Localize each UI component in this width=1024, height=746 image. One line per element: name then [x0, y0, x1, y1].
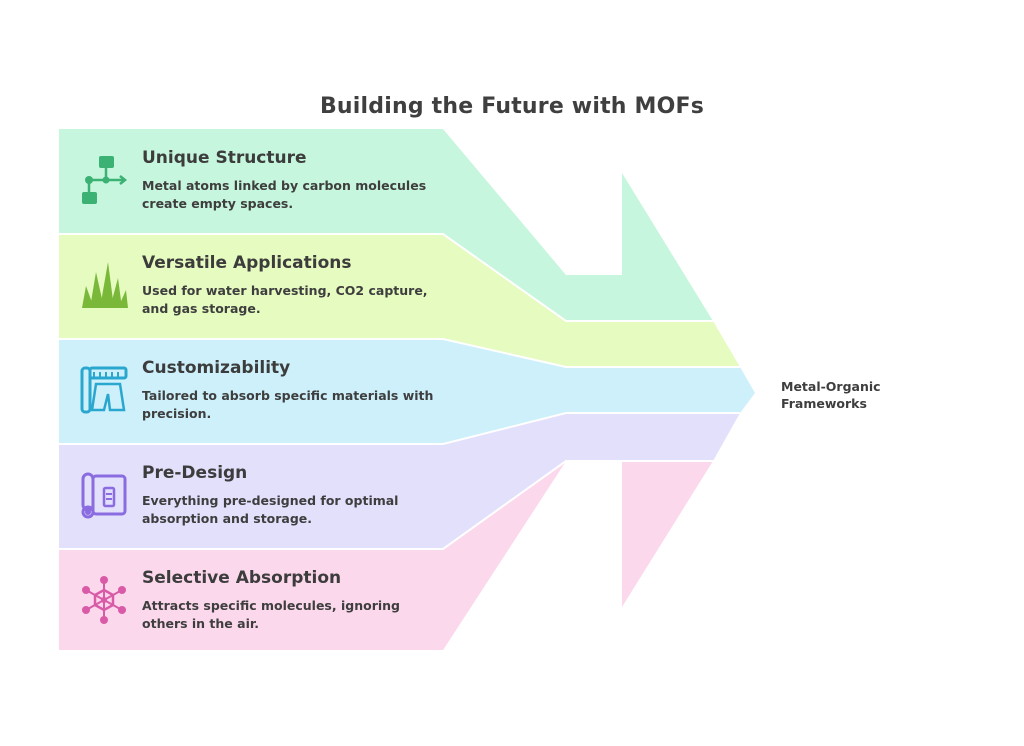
band-selective-absorption-body: [59, 461, 713, 650]
band-text-versatile-applications: Versatile Applications Used for water ha…: [142, 253, 442, 318]
band-separators: [59, 233, 740, 550]
grass-icon: [82, 262, 128, 308]
band-text-customizability: Customizability Tailored to absorb speci…: [142, 358, 442, 423]
flowchart-icon: [82, 156, 128, 204]
band-description: Attracts specific molecules, ignoring ot…: [142, 598, 400, 631]
band-title: Selective Absorption: [142, 568, 342, 588]
band-title: Versatile Applications: [142, 253, 352, 273]
band-text-unique-structure: Unique Structure Metal atoms linked by c…: [142, 148, 442, 213]
band-description: Everything pre-designed for optimal abso…: [142, 493, 399, 526]
band-title: Pre-Design: [142, 463, 248, 483]
band-description: Used for water harvesting, CO2 capture, …: [142, 283, 428, 316]
band-customizability: [59, 339, 755, 444]
band-description: Metal atoms linked by carbon molecules c…: [142, 178, 427, 211]
band-pre-design: [59, 413, 740, 549]
band-versatile-applications: [59, 234, 740, 367]
blueprint-icon: [80, 366, 128, 414]
document-roll-icon: [81, 472, 127, 519]
target-label: Metal-Organic Frameworks: [781, 379, 881, 411]
molecule-icon: [82, 576, 126, 624]
band-text-selective-absorption: Selective Absorption Attracts specific m…: [142, 568, 442, 633]
band-unique-structure: [59, 129, 713, 321]
band-text-pre-design: Pre-Design Everything pre-designed for o…: [142, 463, 442, 528]
band-description: Tailored to absorb specific materials wi…: [142, 388, 434, 421]
band-title: Unique Structure: [142, 148, 307, 168]
diagram-title: Building the Future with MOFs: [319, 94, 705, 119]
band-title: Customizability: [142, 358, 291, 378]
